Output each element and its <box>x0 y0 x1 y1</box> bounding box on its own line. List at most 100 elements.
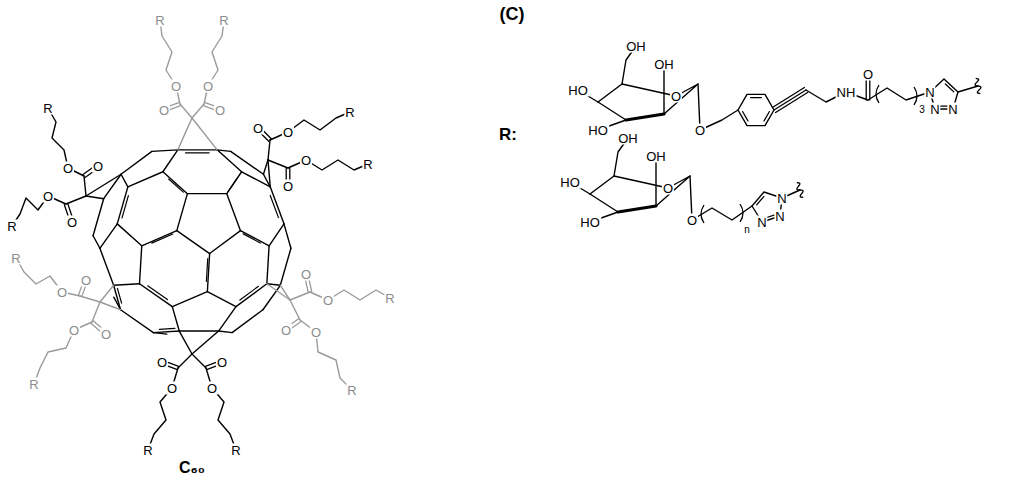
cyclopropane-bond <box>100 302 121 310</box>
cage-bond <box>242 172 271 187</box>
cyclopropane-bond <box>268 160 270 187</box>
hydroxyl-label: OH <box>617 132 639 145</box>
hydroxyl-label: HO <box>559 176 581 189</box>
double-bond <box>751 97 762 98</box>
bond-line <box>290 292 310 300</box>
panel-title: (C) <box>500 5 525 23</box>
double-bond <box>757 196 764 204</box>
repeat-bracket <box>914 87 917 105</box>
cage-bond <box>280 248 291 285</box>
nitrogen-label: N <box>774 210 785 223</box>
r-group-key: R: <box>498 126 518 143</box>
cage-bond <box>177 231 210 254</box>
cage-bond <box>152 150 178 152</box>
cage-bond <box>210 231 241 254</box>
oxygen-label: O <box>862 68 874 81</box>
oxygen-label: O <box>670 90 682 103</box>
triple-bond <box>772 87 804 107</box>
propyl-chain <box>208 20 224 86</box>
oxygen-label: O <box>42 190 54 203</box>
hydroxyl-label: OH <box>645 150 667 163</box>
cage-bond <box>187 193 226 194</box>
nitrogen-label: N <box>947 103 958 116</box>
pyranose-ring <box>598 102 626 120</box>
repeat-bracket <box>701 205 704 223</box>
oxygen-label: O <box>214 104 226 117</box>
double-bond <box>122 196 128 218</box>
cage-bond <box>219 307 236 331</box>
oxygen-label: O <box>300 154 312 167</box>
double-bond <box>243 234 260 243</box>
propyl-chain <box>288 112 350 132</box>
cage-bond <box>100 248 114 285</box>
bond-line <box>192 354 206 368</box>
r-group-label: R <box>346 384 357 397</box>
cyclopropane-bond <box>86 196 104 199</box>
front-malonate-addends <box>12 108 368 450</box>
repeat-subscript: 3 <box>918 105 926 115</box>
double-bond <box>152 234 173 243</box>
bond-line <box>268 140 270 160</box>
double-bond <box>270 195 278 217</box>
cyclopropane-bond <box>86 174 121 196</box>
propyl-chain <box>148 388 172 450</box>
formula-label: C₆₀ <box>178 460 206 476</box>
nitrogen-label: N <box>929 103 940 116</box>
oxygen-label: O <box>170 80 182 93</box>
cage-bond <box>172 307 179 331</box>
oxygen-label: O <box>282 180 294 193</box>
cage-bond <box>227 194 241 231</box>
r-group-label: R <box>230 444 241 457</box>
triple-bond <box>774 90 806 110</box>
double-bond <box>185 152 209 153</box>
oxygen-label: O <box>100 328 112 341</box>
oxygen-label: O <box>80 274 92 287</box>
r-group-label: R <box>218 14 229 27</box>
oxygen-label: O <box>202 80 214 93</box>
cage-bond <box>172 292 207 307</box>
bond-line <box>84 176 86 196</box>
oxygen-label: O <box>66 216 78 229</box>
r-group-label: R <box>344 106 355 119</box>
cage-bond <box>231 151 264 174</box>
oxygen-label: O <box>68 324 80 337</box>
bond-line <box>66 196 86 204</box>
amide-label: NH <box>836 86 857 99</box>
cage-bond <box>240 231 269 246</box>
cage-bond <box>153 331 179 333</box>
double-bond <box>159 328 175 330</box>
cage-bond <box>219 331 232 333</box>
r-group-label: R <box>42 102 53 115</box>
bond-line <box>80 296 100 302</box>
cage-bond <box>179 330 218 331</box>
cage-bond <box>236 284 267 307</box>
rear-malonate-addends <box>16 20 390 390</box>
hydroxyl-label: HO <box>587 124 609 137</box>
hydroxyl-label: HO <box>579 216 601 229</box>
cage-bond <box>217 150 241 172</box>
cage-bond <box>163 172 187 194</box>
propyl-chain <box>212 388 236 450</box>
cage-bond <box>121 310 154 333</box>
oxygen-label: O <box>310 326 322 339</box>
pyranose-ring <box>618 206 656 212</box>
propyl-chain <box>48 108 68 168</box>
pyranose-ring <box>598 84 698 114</box>
cage-bond <box>227 172 242 194</box>
cage-bond <box>269 224 284 246</box>
pyranose-ring <box>590 176 690 206</box>
cage-bond <box>177 194 188 231</box>
attachment-bond <box>958 86 978 92</box>
fullerene-cage <box>93 150 291 334</box>
nitrogen-label: N <box>924 86 935 99</box>
bond-line <box>290 300 300 320</box>
bond-line <box>178 354 192 368</box>
oxygen-label: O <box>322 294 334 307</box>
cage-bond <box>207 254 209 292</box>
cage-bond <box>139 246 141 284</box>
double-bond <box>169 179 184 192</box>
cage-bond <box>93 236 100 249</box>
nitrogen-label: N <box>776 192 787 205</box>
oxygen-label: O <box>156 356 168 369</box>
